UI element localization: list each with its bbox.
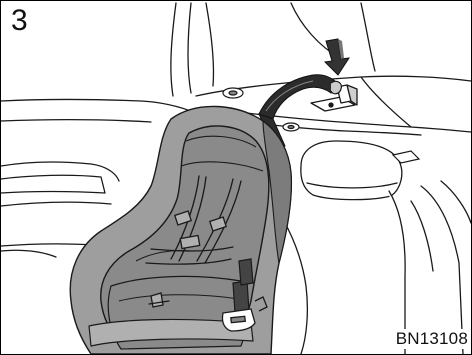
tether-hook [331,81,341,93]
door-trim-line [1,120,151,122]
door-trim-upper [1,100,196,114]
step-number: 3 [11,4,28,38]
child-seat [70,106,291,354]
strap-band [259,75,337,119]
door-pocket [1,175,105,193]
headrest [301,141,402,200]
parcel-shelf-back [361,77,411,127]
rear-window-frame [171,3,214,96]
seatback-panel [441,181,471,223]
seat-cushion-left [1,250,56,257]
down-arrow-icon [325,39,349,75]
door-armrest [1,202,111,206]
figure-code: BN13108 [394,329,468,349]
